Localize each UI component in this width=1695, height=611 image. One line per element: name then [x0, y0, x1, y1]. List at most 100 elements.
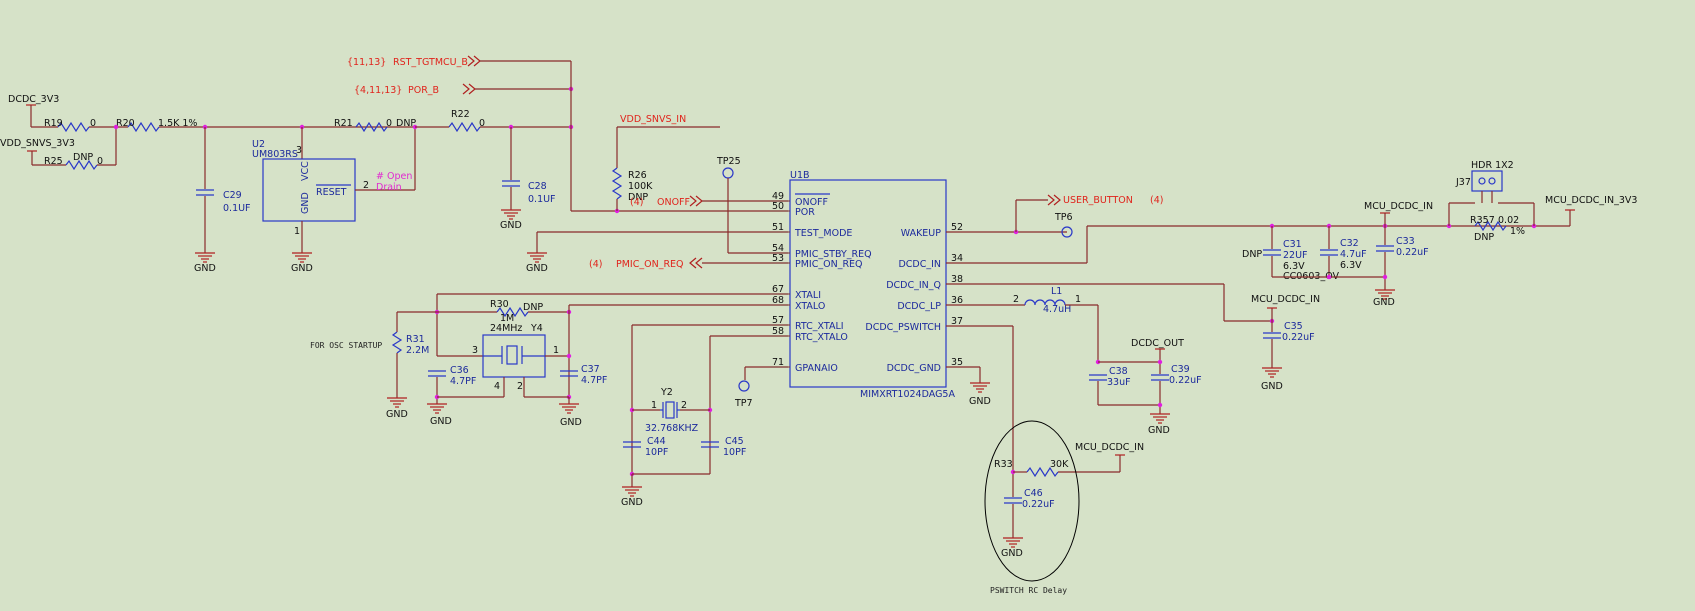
j37-value: HDR 1X2	[1471, 160, 1514, 171]
u1b-pin-name: DCDC_IN	[898, 259, 941, 270]
header-j37	[1471, 170, 1503, 192]
c35-value: 0.22uF	[1282, 332, 1315, 343]
u2-pin-gnd: GND	[300, 192, 311, 214]
y2-ref: Y2	[660, 387, 673, 398]
u1b-pin-number: 51	[772, 222, 784, 233]
c39-value: 0.22uF	[1169, 375, 1202, 386]
net-dcdc-3v3: DCDC_3V3	[8, 94, 59, 105]
gnd-symbol	[387, 397, 407, 408]
c38-ref: C38	[1109, 366, 1128, 377]
resistor-r21	[355, 121, 388, 133]
r26-dnp: DNP	[628, 192, 648, 203]
gnd-label: GND	[969, 396, 991, 407]
y4-ref: Y4	[530, 323, 543, 334]
r25-dnp: DNP	[73, 152, 93, 163]
c45-ref: C45	[725, 436, 744, 447]
u1b-pin-name: POR	[795, 207, 815, 218]
r21-dnp: DNP	[396, 118, 416, 129]
u1b-pin-number: 34	[951, 253, 963, 264]
gnd-label: GND	[1001, 548, 1023, 559]
r20-value: 1.5K 1%	[158, 118, 197, 129]
u1b-pin-name: WAKEUP	[901, 228, 942, 239]
r30-dnp: DNP	[523, 302, 543, 313]
gnd-label: GND	[386, 409, 408, 420]
resistor-r33	[1026, 466, 1059, 478]
c32-ref: C32	[1340, 238, 1359, 249]
u1b-pin-name: RTC_XTALO	[795, 332, 848, 343]
r25-value: 0	[97, 156, 103, 167]
u2-note-open: # Open	[376, 171, 412, 182]
oscillator-section: R30 DNP 1M R31 2.2M FOR OSC STARTUP GND …	[310, 293, 788, 508]
u1b-left-pins: 49ONOFF50POR51TEST_MODE54PMIC_STBY_REQ53…	[770, 191, 872, 374]
l1-ref: L1	[1051, 286, 1062, 297]
c28-ref: C28	[528, 181, 547, 192]
c36-ref: C36	[450, 365, 469, 376]
j37-ref: J37	[1455, 177, 1471, 188]
c31-ref: C31	[1283, 239, 1302, 250]
l1-pin2: 2	[1013, 294, 1019, 305]
u1b-pin-number: 50	[772, 201, 784, 212]
c28-value: 0.1UF	[528, 194, 556, 205]
c44-ref: C44	[647, 436, 666, 447]
c37-value: 4.7PF	[581, 375, 607, 386]
u2-pin3-num: 3	[296, 145, 302, 156]
r357-ref: R357	[1470, 215, 1495, 226]
r20-ref: R20	[116, 118, 135, 129]
r357-tol: 1%	[1510, 226, 1525, 237]
c46-ref: C46	[1024, 488, 1043, 499]
r31-ref: R31	[406, 334, 425, 345]
c38-value: 33uF	[1107, 377, 1131, 388]
net-mcu-dcdc-in-3v3: MCU_DCDC_IN_3V3	[1545, 195, 1637, 206]
u1b-pin-name: ONOFF	[795, 197, 828, 208]
u1b-pin-number: 67	[772, 284, 784, 295]
net-rst-tgtmcu-b: RST_TGTMCU_B	[393, 57, 468, 68]
y4-pin3: 3	[472, 345, 478, 356]
gnd-label: GND	[560, 417, 582, 428]
gnd-label: GND	[194, 263, 216, 274]
r26-ref: R26	[628, 170, 647, 181]
y2-value: 32.768KHZ	[645, 423, 699, 434]
c46-value: 0.22uF	[1022, 499, 1055, 510]
c29-value: 0.1UF	[223, 203, 251, 214]
r33-ref: R33	[994, 459, 1013, 470]
u1b-pin-number: 53	[772, 253, 784, 264]
u1b-pin-number: 37	[951, 316, 963, 327]
gnd-symbol	[292, 252, 312, 263]
resistor-r30	[496, 306, 529, 318]
gnd-label: GND	[291, 263, 313, 274]
r22-ref: R22	[451, 109, 470, 120]
note-osc-startup: FOR OSC STARTUP	[310, 341, 382, 350]
u1b-pin-number: 38	[951, 274, 963, 285]
net-vdd-snvs-in: VDD_SNVS_IN	[620, 114, 686, 125]
gnd-symbol	[501, 209, 521, 220]
crystal-y2	[660, 401, 680, 419]
offpage-por-icon	[462, 83, 476, 95]
tp25-label: TP25	[716, 156, 741, 167]
u1b-pin-name: DCDC_IN_Q	[886, 280, 941, 291]
u2-pin-vcc: VCC	[300, 161, 311, 181]
resistor-r25	[65, 159, 98, 171]
u1b-part: MIMXRT1024DAG5A	[860, 389, 955, 400]
y4-pin4: 4	[494, 381, 500, 392]
net-mcu-dcdc-in-2: MCU_DCDC_IN	[1251, 294, 1320, 305]
l1-pin1: 1	[1075, 294, 1081, 305]
u2-part: UM803RS	[252, 149, 298, 160]
gnd-symbol	[970, 382, 990, 393]
c31-voltage: 6.3V	[1283, 261, 1305, 272]
u1b-pin-number: 54	[772, 243, 784, 254]
u2-pin2-num: 2	[363, 180, 369, 191]
u1b-pin-number: 35	[951, 357, 963, 368]
r33-value: 30K	[1050, 459, 1069, 470]
gnd-label: GND	[1148, 425, 1170, 436]
gnd-label: GND	[526, 263, 548, 274]
power-section: USER_BUTTON (4) TP6 MCU_DCDC_IN DNP C31 …	[946, 160, 1637, 595]
u1b-pin-name: DCDC_GND	[887, 363, 941, 374]
y2-pin2: 2	[681, 400, 687, 411]
r26-value: 100K	[628, 181, 653, 192]
u2-note-drain: Drain	[376, 182, 402, 193]
u1b-pin-number: 49	[772, 191, 784, 202]
r30-value: 1M	[500, 313, 514, 324]
u1b-right-pins: 52WAKEUP34DCDC_IN38DCDC_IN_Q36DCDC_LP37D…	[865, 222, 966, 374]
c45-value: 10PF	[723, 447, 746, 458]
